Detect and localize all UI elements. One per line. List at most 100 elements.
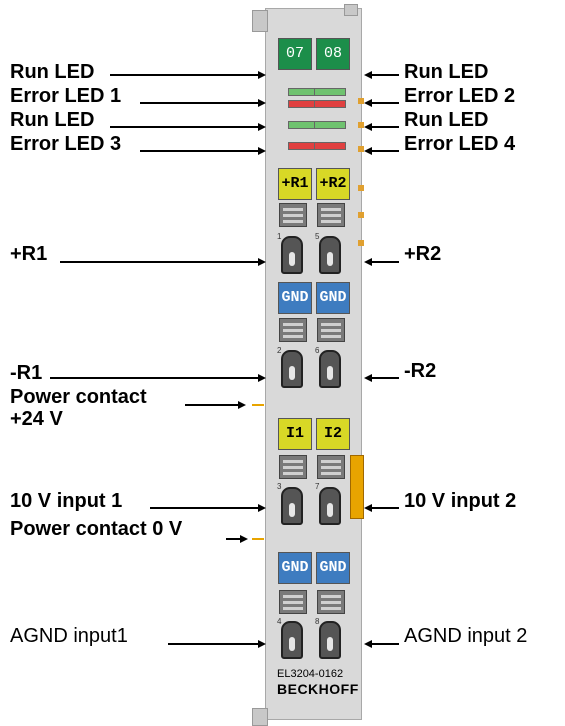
- brand-logo: BECKHOFF: [277, 681, 359, 697]
- arrow-minus-r1: [258, 374, 266, 382]
- arrow-10v-input-1: [258, 504, 266, 512]
- terminal-number-4: 4: [277, 617, 282, 626]
- label-error-led-3: Error LED 3: [10, 133, 122, 155]
- wire-slot-3: [279, 455, 307, 479]
- terminal-number-1: 1: [277, 232, 282, 241]
- line-power-contact-0v: [226, 538, 242, 540]
- arrow-run-led-3: [258, 123, 266, 131]
- arrow-error-led-1: [258, 99, 266, 107]
- arrow-agnd-input2: [364, 640, 372, 648]
- line-10v-input-2: [371, 507, 399, 509]
- wire-slot-4: [279, 590, 307, 614]
- wire-slot-5: [317, 203, 345, 227]
- label-error-led-1: Error LED 1: [10, 85, 122, 107]
- arrow-agnd-input1: [258, 640, 266, 648]
- arrow-plus-r2: [364, 258, 372, 266]
- line-run-led-4: [371, 126, 399, 128]
- arrow-plus-r1: [258, 258, 266, 266]
- arrow-error-led-2: [364, 99, 372, 107]
- contact-5: [358, 212, 364, 218]
- label-run-led-4: Run LED: [404, 109, 489, 131]
- label-10v-input-2: 10 V input 2: [404, 490, 517, 512]
- terminal-number-6: 6: [315, 346, 320, 355]
- line-error-led-1: [140, 102, 260, 104]
- line-agnd-input2: [371, 643, 399, 645]
- label-run-led-2: Run LED: [404, 61, 489, 83]
- run-led-4: [314, 121, 346, 129]
- terminal-number-8: 8: [315, 617, 320, 626]
- terminal-number-3: 3: [277, 482, 282, 491]
- label-run-led-3: Run LED: [10, 109, 95, 131]
- line-plus-r2: [371, 261, 399, 263]
- arrow-error-led-3: [258, 147, 266, 155]
- contact-3: [358, 146, 364, 152]
- tab-gnd-1: GND: [278, 282, 312, 314]
- label-run-led-1: Run LED: [10, 61, 95, 83]
- wire-slot-1: [279, 203, 307, 227]
- tab-07: 07: [278, 38, 312, 70]
- label-plus-r1: +R1: [10, 243, 48, 265]
- arrow-power-contact-24v: [238, 401, 246, 409]
- line-power-contact-24v: [185, 404, 240, 406]
- error-led-2: [314, 100, 346, 108]
- wire-slot-8: [317, 590, 345, 614]
- error-led-4: [314, 142, 346, 150]
- label-10v-input-1: 10 V input 1: [10, 490, 123, 512]
- spring-contact-4[interactable]: [281, 621, 303, 659]
- tab-plus-r1: +R1: [278, 168, 312, 200]
- power-contact-bar: [350, 455, 364, 519]
- power-contact-0v-tick: [252, 538, 264, 540]
- spring-contact-3[interactable]: [281, 487, 303, 525]
- power-contact-24v-tick: [252, 404, 264, 406]
- tab-gnd-4: GND: [316, 552, 350, 584]
- run-led-2: [314, 88, 346, 96]
- contact-6: [358, 240, 364, 246]
- arrow-minus-r2: [364, 374, 372, 382]
- contact-2: [358, 122, 364, 128]
- contact-1: [358, 98, 364, 104]
- tab-gnd-3: GND: [278, 552, 312, 584]
- line-error-led-4: [371, 150, 399, 152]
- model-number: EL3204-0162: [277, 668, 344, 680]
- spring-contact-1[interactable]: [281, 236, 303, 274]
- spring-contact-8[interactable]: [319, 621, 341, 659]
- spring-contact-7[interactable]: [319, 487, 341, 525]
- arrow-10v-input-2: [364, 504, 372, 512]
- top-notch: [252, 10, 268, 32]
- line-agnd-input1: [168, 643, 260, 645]
- line-error-led-2: [371, 102, 399, 104]
- line-minus-r2: [371, 377, 399, 379]
- tab-i2: I2: [316, 418, 350, 450]
- line-minus-r1: [50, 377, 260, 379]
- wire-slot-2: [279, 318, 307, 342]
- wire-slot-6: [317, 318, 345, 342]
- tab-i1: I1: [278, 418, 312, 450]
- label-plus-r2: +R2: [404, 243, 442, 265]
- label-power-contact-24v-value: +24 V: [10, 408, 63, 430]
- tab-08: 08: [316, 38, 350, 70]
- arrow-error-led-4: [364, 147, 372, 155]
- line-run-led-1: [110, 74, 260, 76]
- label-error-led-2: Error LED 2: [404, 85, 516, 107]
- label-agnd-input1: AGND input1: [10, 625, 128, 647]
- label-power-contact-24v: Power contact: [10, 386, 147, 408]
- line-plus-r1: [60, 261, 260, 263]
- line-run-led-2: [371, 74, 399, 76]
- tab-plus-r2: +R2: [316, 168, 350, 200]
- label-power-contact-0v: Power contact 0 V: [10, 518, 183, 540]
- terminal-number-2: 2: [277, 346, 282, 355]
- arrow-power-contact-0v: [240, 535, 248, 543]
- label-minus-r2: -R2: [404, 360, 437, 382]
- line-run-led-3: [110, 126, 260, 128]
- label-error-led-4: Error LED 4: [404, 133, 516, 155]
- arrow-run-led-4: [364, 123, 372, 131]
- label-minus-r1: -R1: [10, 362, 43, 384]
- spring-contact-6[interactable]: [319, 350, 341, 388]
- tab-gnd-2: GND: [316, 282, 350, 314]
- spring-contact-2[interactable]: [281, 350, 303, 388]
- label-agnd-input2: AGND input 2: [404, 625, 528, 647]
- terminal-number-5: 5: [315, 232, 320, 241]
- line-10v-input-1: [150, 507, 260, 509]
- arrow-run-led-1: [258, 71, 266, 79]
- spring-contact-5[interactable]: [319, 236, 341, 274]
